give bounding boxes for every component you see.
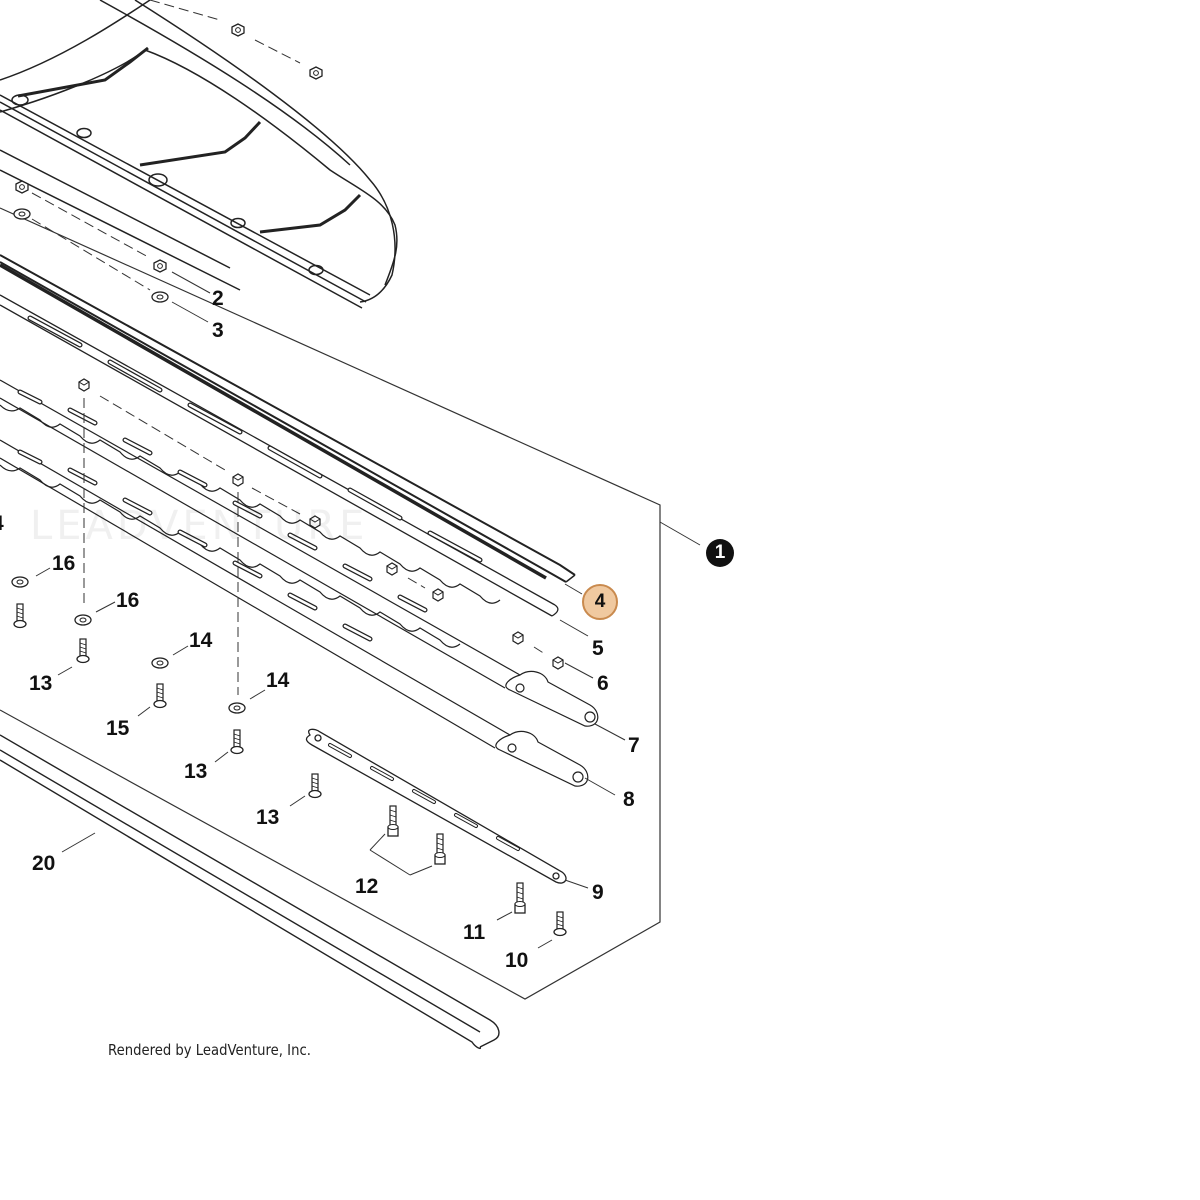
callout-leaders — [35, 521, 701, 949]
callout-9[interactable]: 9 — [592, 881, 604, 904]
callout-13-a[interactable]: 13 — [29, 672, 53, 695]
blade-guard — [0, 0, 398, 309]
callout-14-a[interactable]: 14 — [189, 629, 213, 652]
callout-16-a[interactable]: 16 — [52, 552, 76, 575]
callout-8[interactable]: 8 — [623, 788, 635, 811]
callout-4-partial[interactable]: 4 — [0, 513, 4, 534]
callout-13-c[interactable]: 13 — [256, 806, 280, 829]
upper-callout-leaders — [171, 271, 211, 323]
part-7-slots-inner — [18, 390, 427, 612]
callout-12[interactable]: 12 — [355, 875, 379, 898]
callout-13-b[interactable]: 13 — [184, 760, 208, 783]
callout-3[interactable]: 3 — [212, 319, 224, 342]
render-credit: Rendered by LeadVenture, Inc. — [108, 1041, 311, 1059]
callout-16-b[interactable]: 16 — [116, 589, 140, 612]
part-9-strap — [305, 728, 567, 884]
callout-20[interactable]: 20 — [32, 852, 56, 875]
part-8-slots-inner — [18, 450, 372, 641]
callout-10[interactable]: 10 — [505, 949, 529, 972]
upper-leader-lines — [31, 0, 301, 291]
callout-15[interactable]: 15 — [106, 717, 130, 740]
cube-leaders — [83, 395, 546, 695]
callout-2[interactable]: 2 — [212, 287, 224, 310]
callout-11[interactable]: 11 — [463, 921, 486, 944]
part-4-strip — [0, 254, 576, 583]
part-5-bar — [0, 294, 559, 617]
assembly-outline — [0, 207, 661, 1000]
part-20-trim — [0, 734, 500, 1050]
lower-hardware — [11, 576, 567, 937]
callout-14-b[interactable]: 14 — [266, 669, 290, 692]
callout-6[interactable]: 6 — [597, 672, 609, 695]
callout-5[interactable]: 5 — [592, 637, 604, 660]
callout-part-4-highlighted[interactable]: 4 — [582, 584, 618, 620]
part-8-blade — [0, 439, 589, 787]
callout-7[interactable]: 7 — [628, 734, 640, 757]
callout-assembly[interactable]: 1 — [706, 539, 734, 567]
